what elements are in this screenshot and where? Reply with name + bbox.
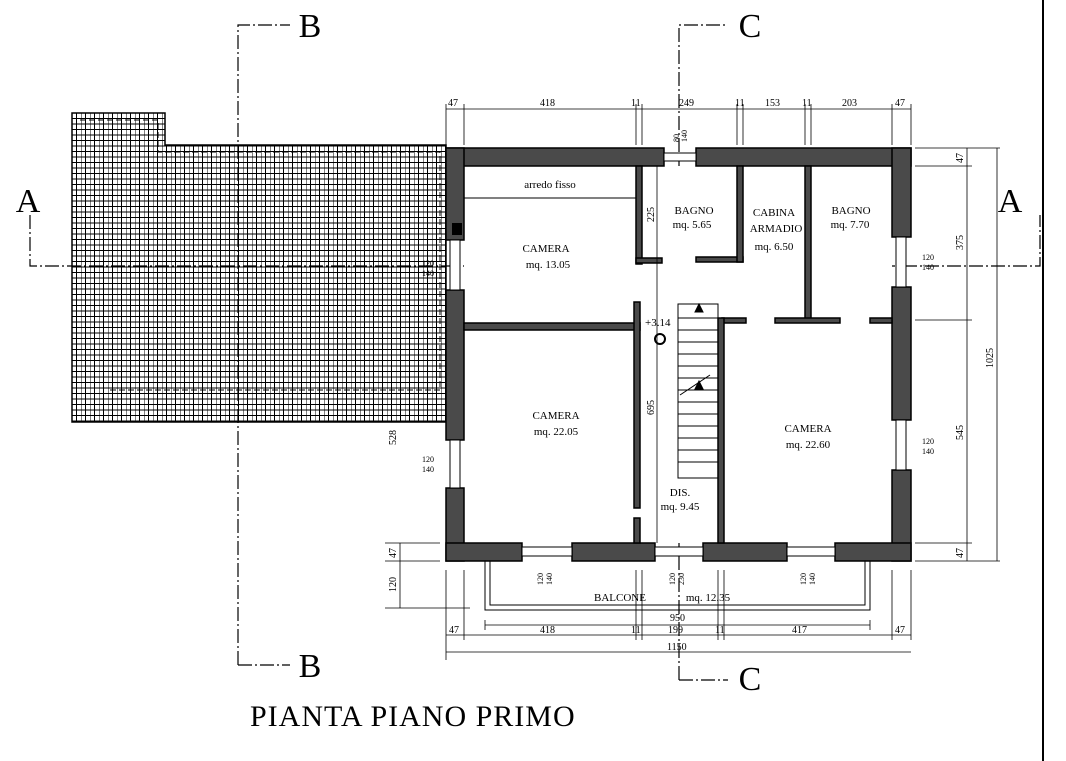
level-label: +3.14 — [645, 317, 671, 329]
balcony-outline — [484, 561, 871, 611]
dimension-label: 199 — [668, 625, 683, 636]
chimney-icon — [452, 223, 462, 235]
total-width: 1150 — [667, 642, 687, 653]
dimension-label: 120 — [388, 577, 399, 592]
total-depth: 1025 — [985, 348, 996, 368]
room-bagno-1-area: mq. 5.65 — [673, 219, 712, 231]
dimension-label: 203 — [842, 98, 857, 109]
dimension-label: 140 — [422, 269, 434, 278]
roof-tiles — [71, 112, 447, 423]
dimension-label: 47 — [955, 153, 966, 163]
roof-outline — [80, 119, 441, 391]
dimension-label: 47 — [448, 98, 458, 109]
room-camera-1-area: mq. 13.05 — [526, 259, 571, 271]
dimension-label: 418 — [540, 98, 555, 109]
window-dimensions: 80 140 120 140 120 140 120 140 120 140 1… — [422, 130, 934, 585]
dimension-label: 11 — [715, 625, 725, 636]
dimension-lines — [385, 104, 1000, 660]
room-balcone-name: BALCONE — [594, 592, 646, 604]
room-bagno-2-name: BAGNO — [831, 205, 870, 217]
furniture-label: arredo fisso — [524, 179, 576, 191]
dimension-label: 11 — [631, 98, 641, 109]
room-dis-area: mq. 9.45 — [661, 501, 700, 513]
section-c-top: C — [739, 8, 762, 45]
dimension-label: 153 — [765, 98, 780, 109]
dimensions-right: 47 375 545 47 1025 — [955, 153, 996, 558]
dimension-label: 695 — [646, 400, 657, 415]
dimension-label: 47 — [388, 548, 399, 558]
dimension-label: 140 — [422, 465, 434, 474]
section-c-bottom: C — [739, 661, 762, 698]
interior-walls — [463, 165, 893, 544]
dimensions-bottom: 47 418 11 199 11 417 47 950 1150 — [449, 613, 905, 653]
room-cabina-name2: ARMADIO — [750, 223, 803, 235]
dimension-label: 545 — [955, 425, 966, 440]
room-camera-3-name: CAMERA — [784, 423, 831, 435]
room-camera-2-area: mq. 22.05 — [534, 426, 579, 438]
drawing-title: PIANTA PIANO PRIMO — [250, 700, 576, 733]
room-camera-2-name: CAMERA — [532, 410, 579, 422]
dimension-label: 230 — [677, 573, 686, 585]
dimension-label: 120 — [422, 259, 434, 268]
dimension-label: 140 — [545, 573, 554, 585]
room-cabina-name: CABINA — [753, 207, 795, 219]
dimensions-left: 47 120 528 225 695 — [388, 207, 657, 592]
dimensions-top: 47 418 11 249 11 153 11 203 47 — [448, 98, 905, 109]
dimension-label: 120 — [922, 253, 934, 262]
dimension-label: 120 — [422, 455, 434, 464]
dimension-label: 47 — [895, 625, 905, 636]
dimension-label: 249 — [679, 98, 694, 109]
dimension-label: 80 — [672, 134, 681, 142]
dimension-label: 120 — [668, 573, 677, 585]
dimension-label: 140 — [922, 263, 934, 272]
dimension-label: 47 — [449, 625, 459, 636]
dimension-label: 140 — [808, 573, 817, 585]
room-bagno-1-name: BAGNO — [674, 205, 713, 217]
dimension-label: 418 — [540, 625, 555, 636]
balcony-width: 950 — [670, 613, 685, 624]
windows — [449, 152, 907, 557]
dimension-label: 47 — [895, 98, 905, 109]
room-bagno-2-area: mq. 7.70 — [831, 219, 870, 231]
dimension-label: 120 — [799, 573, 808, 585]
section-a-right: A — [998, 183, 1023, 220]
section-a-left: A — [16, 183, 41, 220]
room-camera-1-name: CAMERA — [522, 243, 569, 255]
room-camera-3-area: mq. 22.60 — [786, 439, 831, 451]
dimension-label: 47 — [955, 548, 966, 558]
room-dis-name: DIS. — [670, 487, 691, 499]
staircase — [677, 302, 719, 479]
dimension-label: 11 — [802, 98, 812, 109]
dimension-label: 120 — [536, 573, 545, 585]
dimension-label: 140 — [922, 447, 934, 456]
room-balcone-area: mq. 12.35 — [686, 592, 731, 604]
level-marker-icon — [654, 333, 666, 345]
dimension-label: 120 — [922, 437, 934, 446]
dimension-label: 140 — [680, 130, 689, 142]
dimension-label: 417 — [792, 625, 807, 636]
dimension-label: 375 — [955, 235, 966, 250]
dimension-label: 225 — [646, 207, 657, 222]
section-b-top: B — [299, 8, 322, 45]
section-b-bottom: B — [299, 648, 322, 685]
dimension-label: 11 — [631, 625, 641, 636]
dimension-label: 11 — [735, 98, 745, 109]
dimension-label: 528 — [388, 430, 399, 445]
room-cabina-area: mq. 6.50 — [755, 241, 794, 253]
